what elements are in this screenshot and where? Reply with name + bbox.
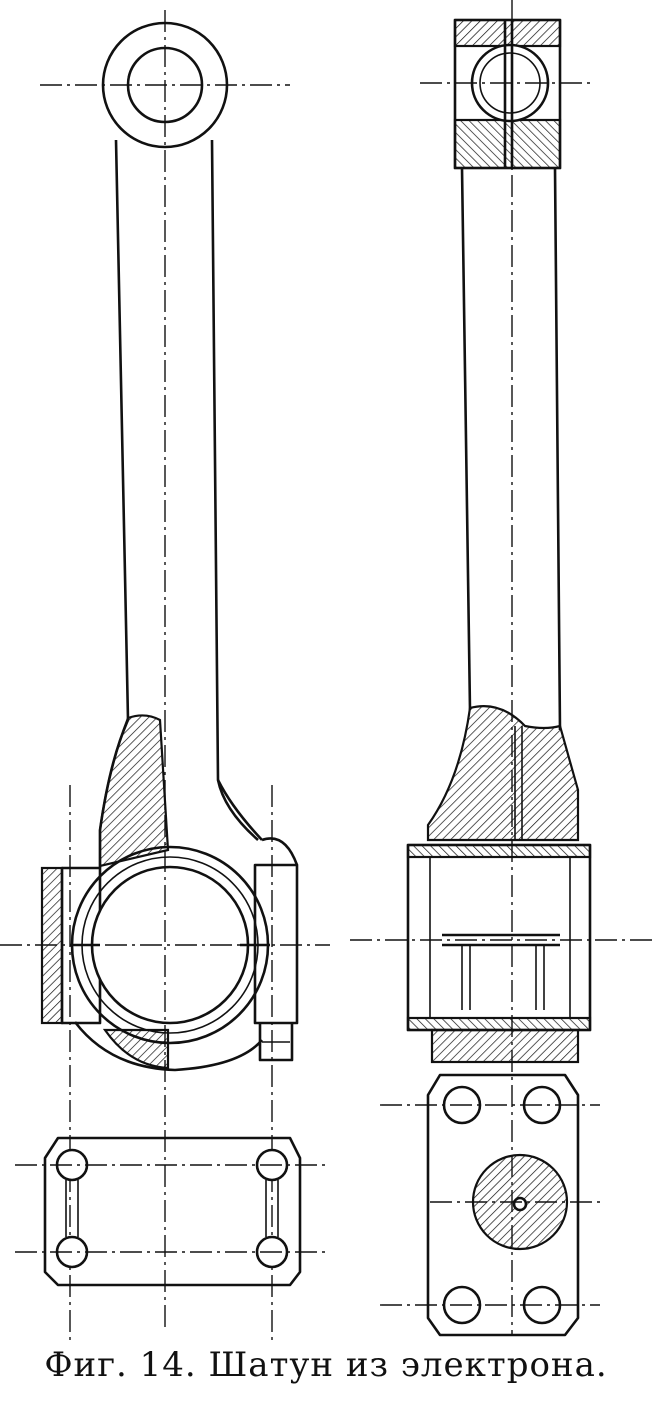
- front-cap-hatch: [430, 1028, 580, 1064]
- cap-hatched-section: [102, 1028, 170, 1070]
- small-end-hatch-top: [453, 18, 562, 48]
- cap-plan-outline: [43, 1136, 302, 1287]
- small-end-body: [453, 18, 562, 170]
- big-end-hatched-section: [98, 714, 170, 868]
- cap-plan-view: [15, 1136, 330, 1287]
- front-upper-flange: [406, 843, 592, 859]
- front-lower-flange: [406, 1016, 592, 1032]
- front-transition-hatch: [426, 705, 580, 842]
- figure-caption: Фиг. 14. Шатун из электрона.: [44, 1345, 608, 1385]
- big-end-lower: [73, 1021, 263, 1072]
- front-cap-plan: [380, 1073, 600, 1337]
- small-end-hatch-bottom: [453, 118, 562, 170]
- front-shank: [460, 167, 562, 731]
- front-cap-outline: [426, 1073, 580, 1337]
- front-view: [350, 0, 652, 1335]
- side-view: [0, 10, 330, 1340]
- connecting-rod-drawing: [0, 0, 652, 1340]
- front-big-end-block: [406, 843, 592, 1032]
- right-boss-top: [261, 837, 299, 866]
- bolt-nut: [258, 1023, 294, 1062]
